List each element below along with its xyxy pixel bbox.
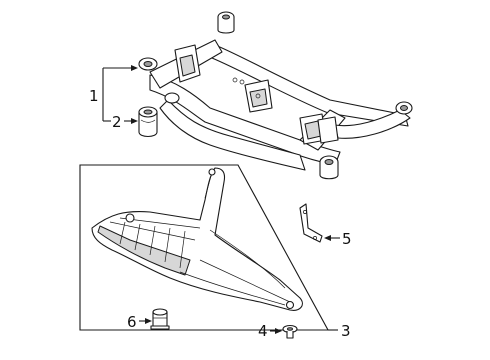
shield-bolt[interactable] xyxy=(282,324,298,339)
shield-bracket[interactable] xyxy=(299,203,323,243)
callout-6: 6 xyxy=(127,313,137,331)
rear-subframe-crossmember[interactable] xyxy=(138,11,413,180)
retainer-nut[interactable] xyxy=(150,308,170,330)
callout-6-leader xyxy=(139,318,152,324)
callout-1: 1 xyxy=(89,87,99,105)
subframe-bushing[interactable] xyxy=(138,106,158,138)
callout-4: 4 xyxy=(258,322,268,340)
callout-5: 5 xyxy=(342,230,352,248)
underbody-shield[interactable] xyxy=(91,167,303,311)
callout-2-leader xyxy=(124,118,138,124)
callout-2: 2 xyxy=(112,113,122,131)
callout-3: 3 xyxy=(341,322,351,340)
callout-1-leader xyxy=(102,65,138,122)
callout-4-leader xyxy=(270,328,282,334)
callout-5-leader xyxy=(324,235,340,241)
